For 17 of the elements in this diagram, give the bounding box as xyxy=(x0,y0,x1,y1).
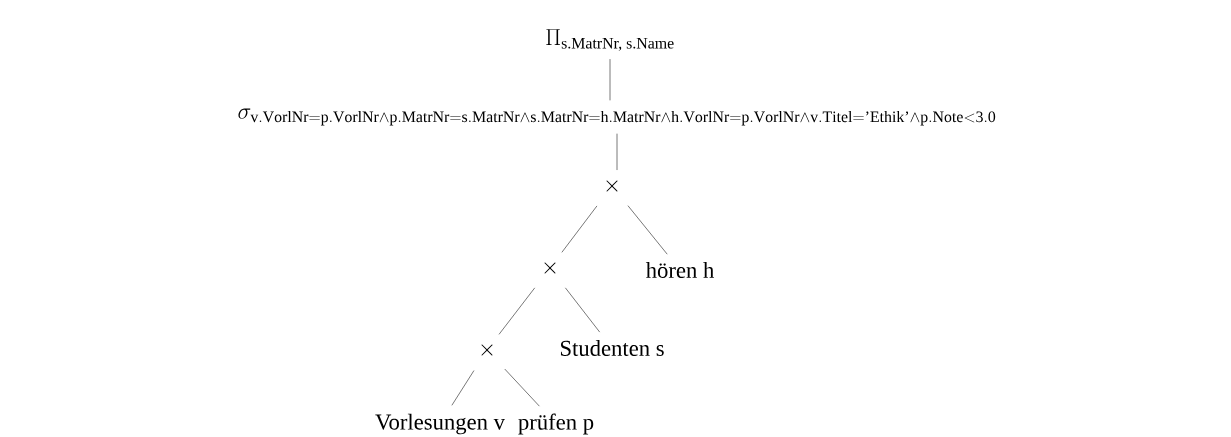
relation-label: Studenten s xyxy=(560,340,664,356)
tree-edge xyxy=(498,287,536,335)
cross-product-operator: $\times$ xyxy=(606,180,618,192)
relation-label: hören h xyxy=(645,262,714,278)
tree-edge xyxy=(616,133,618,171)
selection-operator: $\sigma_{\mathrm{v.VorlNr=p.VorlNr} \wedge \mathrm{p.MatrNr=s.MatrNr} \wedge \mathrm{s.MatrNr=h.MatrNr} \wedge \mathrm{h.VorlNr=p.VorlNr} \wedge \mathrm{v.Titel=}\text{'Ethik'} \wedge \mathrm{p.Note<3.0}}$ xyxy=(238,108,996,126)
relation-label: prüfen p xyxy=(518,413,594,435)
relation-label: Vorlesungen v xyxy=(375,413,505,435)
tree-edge xyxy=(504,368,540,407)
tree-edge xyxy=(451,370,475,406)
cross-product-operator: $\times$ xyxy=(544,262,556,274)
cross-product-operator: $\times$ xyxy=(481,344,493,356)
tree-edge xyxy=(609,58,611,101)
tree-edge xyxy=(561,205,598,253)
tree-edge xyxy=(627,205,668,255)
tree-edge xyxy=(565,287,600,333)
projection-operator: $\Pi_{\text{s.MatrNr, s.Name}}$ xyxy=(546,29,674,51)
